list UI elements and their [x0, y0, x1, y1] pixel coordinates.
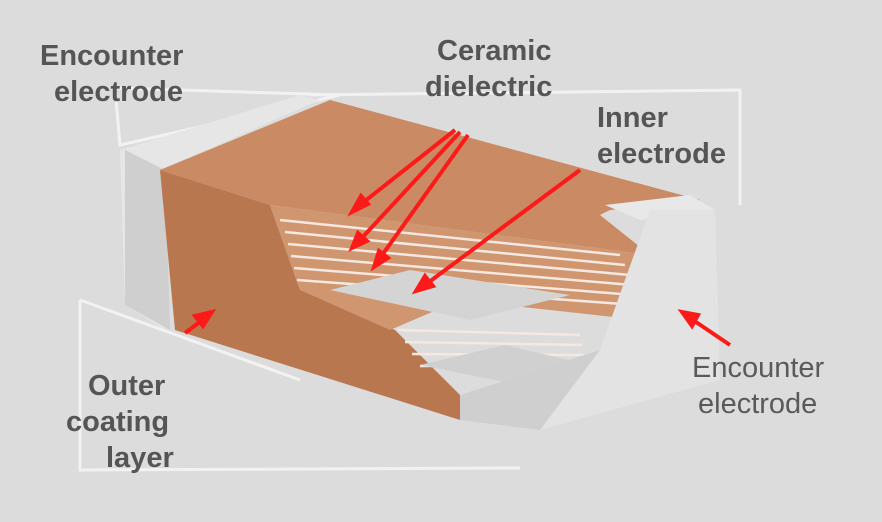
- label-ceramic-dielectric: Ceramic dielectric: [425, 33, 552, 105]
- label-encounter-electrode-right: Encounter electrode: [692, 350, 824, 422]
- label-inner-electrode: Inner electrode: [597, 100, 726, 172]
- label-encounter-electrode-top: Encounter electrode: [40, 38, 183, 110]
- label-outer-coating-layer: Outer coating layer: [66, 368, 174, 476]
